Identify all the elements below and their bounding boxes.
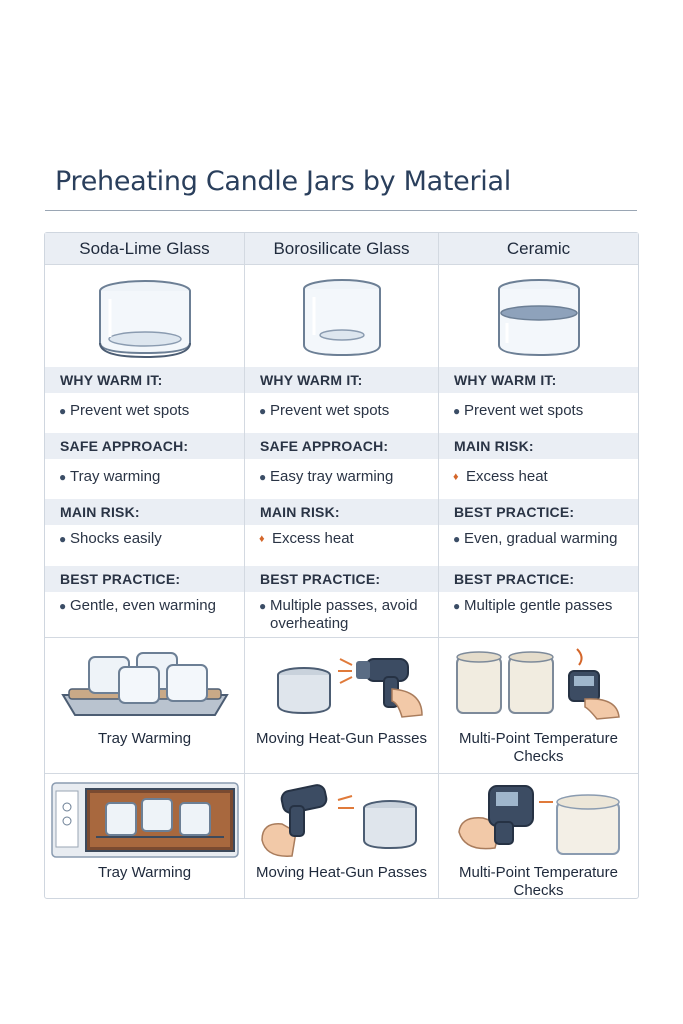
bullet-dot-icon: ● [59,470,67,484]
tray-illustration [45,645,244,723]
section-label: WHY WARM IT: [439,367,638,393]
heat-gun-illustration [245,645,438,723]
column-borosilicate-glass: Borosilicate Glass WHY WARM IT: ●Prevent… [244,233,438,898]
jar-illustration [439,265,638,371]
jar-illustration [45,265,244,371]
section-label: MAIN RISK: [45,499,244,525]
section-label: BEST PRACTICE: [439,566,638,592]
section-item: ●Prevent wet spots [59,402,190,419]
section-label: BEST PRACTICE: [439,499,638,525]
section-label: WHY WARM IT: [245,367,438,393]
bullet-dot-icon: ● [259,470,267,484]
section-item: ●Easy tray warming [259,468,394,485]
illustration-caption: Moving Heat-Gun Passes [256,864,427,881]
section-item: ●Multiple gentle passes [453,597,613,614]
bullet-dot-icon: ● [453,404,461,418]
section-item: ●Prevent wet spots [259,402,390,419]
row-divider [245,637,438,638]
section-label: BEST PRACTICE: [45,566,244,592]
section-label: BEST PRACTICE: [245,566,438,592]
thermometer-illustration [439,778,638,862]
section-label: MAIN RISK: [245,499,438,525]
section-label: SAFE APPROACH: [245,433,438,459]
bullet-dot-icon: ● [259,599,267,613]
section-item: ●Shocks easily [59,530,162,547]
row-divider [245,773,438,774]
bullet-dot-icon: ● [453,599,461,613]
row-divider [45,773,244,774]
illustration-caption: Multi-Point Temperature Checks [459,864,618,899]
section-item: ●Gentle, even warming [59,597,216,614]
jar-illustration [245,265,438,371]
thermometer-illustration [439,645,638,723]
bullet-dot-icon: ● [59,532,67,546]
bullet-dot-icon: ● [59,404,67,418]
bullet-dot-icon: ● [453,532,461,546]
section-item: ♦Excess heat [453,468,548,485]
section-item: ●Prevent wet spots [453,402,584,419]
section-label: WHY WARM IT: [45,367,244,393]
bullet-dot-icon: ● [259,404,267,418]
illustration-caption: Moving Heat-Gun Passes [256,730,427,747]
section-item: ♦Excess heat [259,530,354,547]
row-divider [439,637,638,638]
bullet-dot-icon: ● [59,599,67,613]
heat-gun-illustration [245,778,438,860]
column-soda-lime-glass: Soda-Lime Glass WHY WARM IT: ●Prevent we… [45,233,244,898]
row-divider [439,773,638,774]
row-divider [45,637,244,638]
column-header: Ceramic [439,233,638,265]
oven-illustration [45,781,244,859]
section-item: ●Even, gradual warming [453,530,618,547]
section-item: ●Tray warming [59,468,161,485]
section-label: MAIN RISK: [439,433,638,459]
flame-icon: ♦ [259,533,265,545]
column-header: Borosilicate Glass [245,233,438,265]
illustration-caption: Multi-Point Temperature Checks [459,730,618,765]
title-divider [45,210,637,211]
section-item: ●Multiple passes, avoid overheating [259,597,418,632]
flame-icon: ♦ [453,471,459,483]
illustration-caption: Tray Warming [97,864,192,881]
comparison-table: Soda-Lime Glass WHY WARM IT: ●Prevent we… [44,232,639,899]
illustration-caption: Tray Warming [97,730,192,747]
column-header: Soda-Lime Glass [45,233,244,265]
column-ceramic: Ceramic WHY WARM IT: ●Prevent wet spots … [438,233,638,899]
section-label: SAFE APPROACH: [45,433,244,459]
page-title: Preheating Candle Jars by Material [55,166,511,197]
